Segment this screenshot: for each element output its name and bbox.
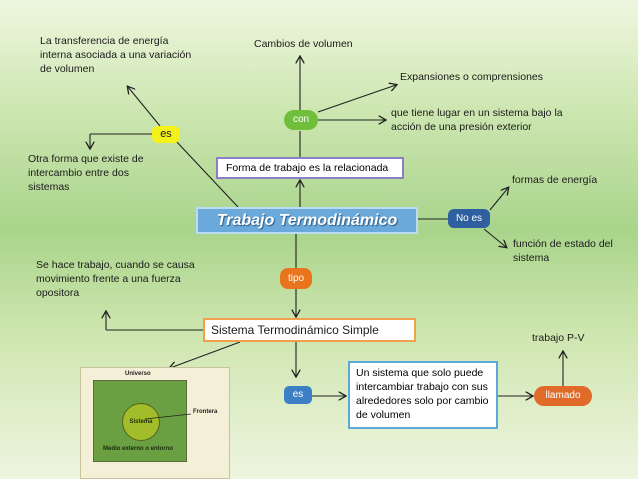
- sistema-simple-box: Sistema Termodinámico Simple: [203, 318, 416, 342]
- label-frontera: Frontera: [193, 409, 218, 415]
- text-otra-forma: Otra forma que existe de intercambio ent…: [28, 153, 144, 193]
- text-expansiones: Expansiones o comprensiones: [400, 71, 544, 83]
- label-universo: Universo: [125, 371, 151, 377]
- central-concept: Trabajo Termodinámico: [196, 207, 418, 234]
- arrow-noes-funcion: [483, 228, 506, 247]
- arrow-sistema-image: [170, 341, 241, 368]
- label-medio: Medio externo o entorno: [103, 446, 174, 452]
- text-cambios-volumen: Cambios de volumen: [254, 38, 353, 50]
- arrow-con-expansiones: [317, 85, 396, 113]
- arrow-es-transferencia: [128, 87, 161, 127]
- node-es-bottom: es: [284, 386, 312, 404]
- definicion-box: Un sistema que solo puede intercambiar t…: [348, 361, 498, 429]
- universe-diagram-image: Universo Sistema Frontera Medio externo …: [80, 367, 230, 479]
- forma-trabajo-box: Forma de trabajo es la relacionada: [216, 157, 404, 179]
- sistema-circle: Sistema: [122, 403, 160, 441]
- medio-region: Sistema: [93, 380, 187, 462]
- text-trabajo-pv: trabajo P-V: [532, 332, 585, 344]
- frontera-pointer: [144, 413, 192, 420]
- node-tipo: tipo: [280, 268, 312, 289]
- node-no-es: No es: [448, 209, 490, 228]
- node-es-top: es: [152, 126, 180, 143]
- text-transferencia: La transferencia de energía interna asoc…: [40, 35, 192, 75]
- text-funcion-estado: función de estado del sistema: [513, 238, 613, 264]
- text-tiene-lugar: que tiene lugar en un sistema bajo la ac…: [391, 107, 563, 133]
- line-central-es: [174, 139, 239, 208]
- text-se-hace: Se hace trabajo, cuando se causa movimie…: [36, 259, 195, 299]
- node-llamado: llamado: [534, 386, 592, 406]
- text-formas-energia: formas de energía: [512, 174, 598, 186]
- arrow-noes-formas: [489, 188, 508, 211]
- node-con: con: [284, 110, 318, 130]
